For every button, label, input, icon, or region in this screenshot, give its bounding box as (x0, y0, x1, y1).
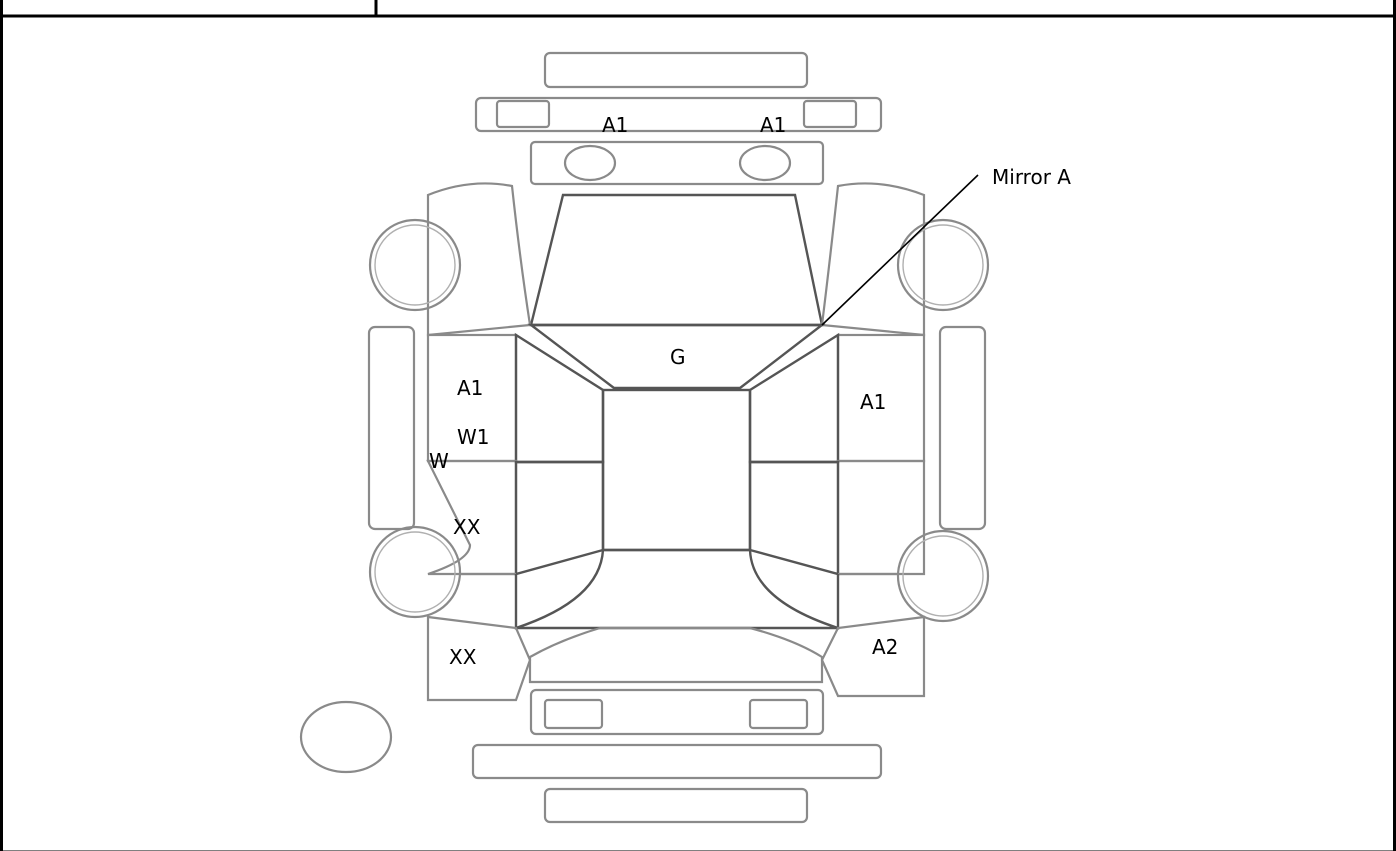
left-door-w-mark: W (429, 449, 449, 473)
right-rear-wheel (896, 529, 990, 623)
left-tail-light (543, 698, 604, 730)
left-rear-door-window (514, 460, 605, 576)
front-left-bumper-mark: A1 (602, 113, 628, 137)
trunk-lid (528, 626, 824, 684)
left-headlight (563, 144, 617, 182)
hood (529, 193, 824, 327)
left-rear-wheel-inner (374, 531, 456, 613)
left-rear-quarter (426, 615, 532, 702)
left-front-wheel-inner (374, 224, 456, 306)
right-rear-quarter (820, 615, 926, 698)
right-rear-wheel-inner (902, 535, 984, 617)
spare-tyre (299, 700, 393, 774)
front-grille (543, 51, 809, 89)
windshield (527, 323, 826, 390)
right-rear-quarter-mark: A2 (872, 635, 898, 659)
left-front-fender (426, 182, 532, 337)
windshield-mark: G (670, 345, 686, 369)
front-bumper (474, 96, 883, 133)
mirror-leader-line (821, 174, 979, 326)
left-rear-quarter-mark: XX (449, 645, 477, 669)
front-bumper-left-light (495, 99, 551, 129)
roof (601, 388, 752, 552)
rear-panel (529, 688, 825, 736)
left-front-door-window (514, 332, 605, 464)
right-side-skirt (938, 325, 987, 531)
left-rear-door-mark: XX (453, 515, 481, 539)
right-front-fender (820, 182, 926, 337)
rear-bumper (471, 743, 883, 780)
right-tail-light (748, 698, 809, 730)
left-front-door-w1-mark: W1 (457, 425, 490, 449)
left-front-wheel (368, 218, 462, 312)
front-right-bumper-mark: A1 (760, 113, 786, 137)
hood-front-panel (529, 140, 825, 186)
right-front-door-window (748, 332, 840, 464)
rear-plate (543, 787, 809, 824)
right-front-wheel (896, 218, 990, 312)
right-front-door-mark: A1 (860, 390, 886, 414)
mirror-label: Mirror A (992, 165, 1071, 189)
left-rear-wheel (368, 525, 462, 619)
front-bumper-right-light (802, 99, 858, 129)
left-front-door-mark: A1 (457, 376, 483, 400)
right-headlight (738, 144, 792, 182)
right-front-wheel-inner (902, 224, 984, 306)
right-rear-door-window (748, 460, 840, 576)
right-rear-door (836, 459, 926, 576)
left-side-skirt (367, 325, 416, 531)
